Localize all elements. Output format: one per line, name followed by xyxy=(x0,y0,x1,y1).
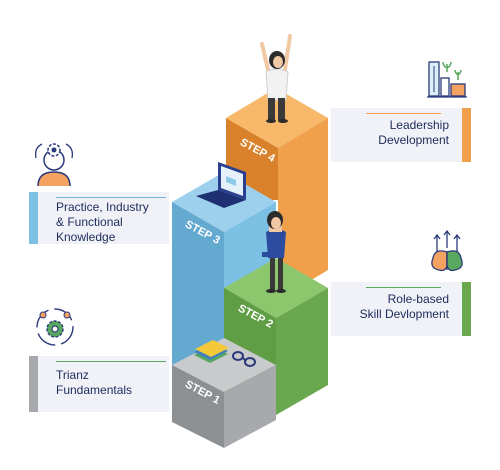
person-gear-icon xyxy=(34,143,74,187)
card-step-2-text: Role-based Skill Devlopment xyxy=(359,292,449,321)
card-accent-bar xyxy=(29,192,38,244)
woman-figure xyxy=(262,211,286,293)
laptop-icon xyxy=(196,162,246,208)
card-step-4: Leadership Development xyxy=(331,108,471,162)
card-step-1: Trianz Fundamentals xyxy=(29,356,169,412)
brain-growth-icon xyxy=(431,230,463,272)
gear-cycle-icon xyxy=(36,308,74,346)
glasses-icon xyxy=(232,351,256,367)
city-growth-icon xyxy=(427,61,467,98)
card-step-1-text: Trianz Fundamentals xyxy=(56,368,133,397)
card-step-2: Role-based Skill Devlopment xyxy=(331,282,471,336)
card-accent-bar xyxy=(462,282,471,336)
card-step-4-text: Leadership Development xyxy=(378,118,449,147)
card-rule xyxy=(56,197,166,198)
cheering-person-figure xyxy=(260,34,292,123)
card-step-3: Practice, Industry & Functional Knowledg… xyxy=(29,192,169,244)
card-accent-bar xyxy=(29,356,38,412)
card-rule xyxy=(366,113,441,114)
card-step-3-text: Practice, Industry & Functional Knowledg… xyxy=(56,200,149,244)
card-rule xyxy=(366,287,441,288)
books-icon xyxy=(194,340,229,363)
card-rule xyxy=(56,361,166,362)
card-accent-bar xyxy=(462,108,471,162)
